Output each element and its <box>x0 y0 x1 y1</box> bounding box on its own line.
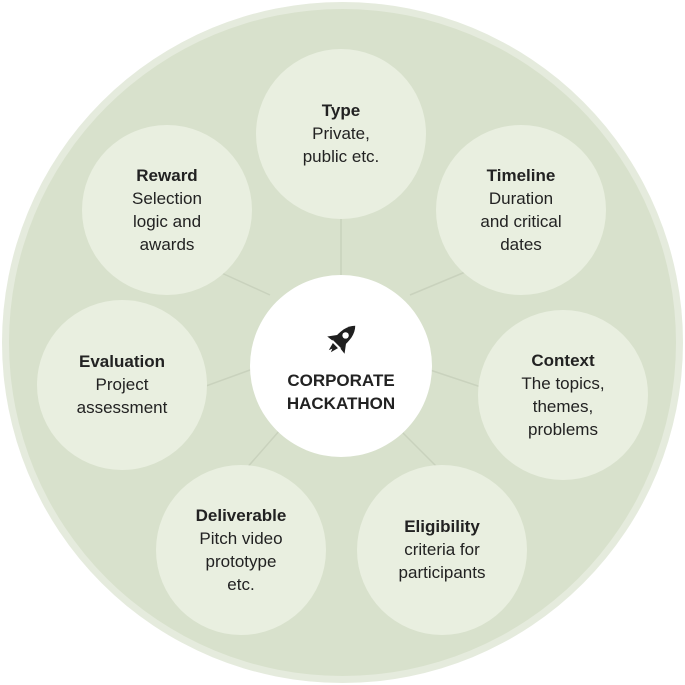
node-reward: Reward Selection logic and awards <box>82 125 252 295</box>
node-context-line: The topics, <box>521 373 605 393</box>
node-timeline-line: dates <box>500 234 542 254</box>
node-deliverable: Deliverable Pitch video prototype etc. <box>156 465 326 635</box>
rocket-icon <box>327 325 356 354</box>
node-context-line: problems <box>528 419 598 439</box>
node-reward-line: awards <box>139 234 195 254</box>
connector-deliverable <box>244 429 281 471</box>
node-reward-title: Reward <box>136 165 198 185</box>
node-context-line: themes, <box>532 396 594 416</box>
node-timeline-line: and critical <box>480 211 562 231</box>
node-deliverable-title: Deliverable <box>195 505 287 525</box>
connector-eligibility <box>399 429 441 471</box>
node-deliverable-line: Pitch video <box>199 528 283 548</box>
connector-timeline <box>409 269 471 296</box>
node-context: Context The topics, themes, problems <box>478 310 648 480</box>
node-evaluation-line: Project <box>95 375 149 394</box>
node-eligibility-title: Eligibility <box>404 517 480 536</box>
node-timeline: Timeline Duration and critical dates <box>436 125 606 295</box>
node-evaluation-line: assessment <box>76 398 168 417</box>
node-deliverable-line: etc. <box>227 574 255 594</box>
node-timeline-title: Timeline <box>486 165 556 185</box>
center-title-line2: HACKATHON <box>286 394 396 413</box>
node-type-line: public etc. <box>302 147 380 166</box>
node-evaluation-title: Evaluation <box>79 352 165 371</box>
node-timeline-line: Duration <box>488 188 554 208</box>
connector-reward <box>214 269 271 296</box>
node-deliverable-line: prototype <box>205 551 277 571</box>
node-type-title: Type <box>321 101 361 120</box>
node-evaluation: Evaluation Project assessment <box>37 300 207 470</box>
node-type: Type Private, public etc. <box>256 49 426 219</box>
node-reward-line: logic and <box>132 211 202 231</box>
center-hub: CORPORATE HACKATHON <box>250 275 432 457</box>
center-title-line1: CORPORATE <box>287 371 395 390</box>
node-eligibility-line: participants <box>398 563 486 582</box>
node-context-title: Context <box>531 350 595 370</box>
node-reward-line: Selection <box>132 188 202 208</box>
node-eligibility-line: criteria for <box>404 540 480 559</box>
node-eligibility: Eligibility criteria for participants <box>357 465 527 635</box>
node-type-line: Private, <box>312 124 370 143</box>
